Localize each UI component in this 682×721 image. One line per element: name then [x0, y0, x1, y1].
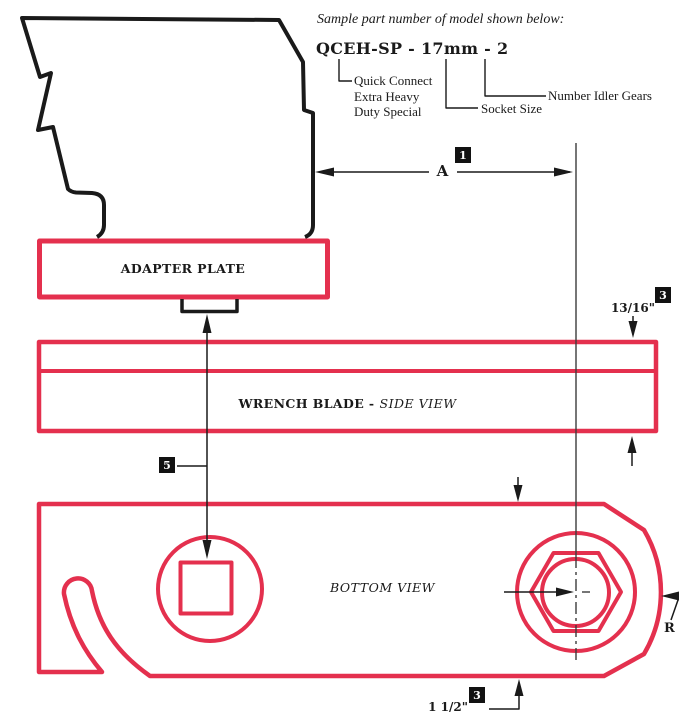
- bottom-view-label: BOTTOM VIEW: [330, 580, 436, 595]
- part-number: QCEH-SP - 17mm - 2: [316, 39, 509, 58]
- ref-badge-3-width: 3: [469, 687, 485, 703]
- dim-a-label: A: [436, 162, 449, 180]
- callout-socket-size: Socket Size: [481, 101, 543, 116]
- ref-badge-1: 1: [455, 147, 471, 163]
- bottom-view-outline: [36, 501, 664, 679]
- tool-silhouette-outline: [20, 16, 315, 239]
- adapter-plate-outline: [37, 238, 330, 300]
- side-view-outline: [36, 339, 659, 434]
- adapter-plate-label: ADAPTER PLATE: [120, 261, 246, 276]
- radius-label: R: [664, 621, 675, 636]
- drive-arrow-up: [202, 314, 212, 333]
- dim-a-arrow-right: [554, 167, 573, 177]
- side-view-label-bold: WRENCH BLADE -: [238, 395, 375, 411]
- side-view-label: WRENCH BLADE - SIDE VIEW: [39, 394, 656, 412]
- width-label: 1 1/2": [428, 700, 468, 714]
- drive-tang-outline: [180, 299, 239, 314]
- right-hub-hexagon: [529, 551, 623, 633]
- center-arrow-head: [556, 587, 574, 597]
- radius-leader-line: [670, 599, 679, 621]
- ref-badge-3-thickness: 3: [655, 287, 671, 303]
- width-arrow-up: [514, 679, 524, 696]
- callout-quick-connect-line2: Extra Heavy: [354, 88, 420, 104]
- thickness-arrow-up: [627, 436, 637, 453]
- callout-line-number-idler-gears: [484, 59, 546, 97]
- callout-quick-connect-line3: Duty Special: [354, 104, 422, 119]
- callout-quick-connect-line1: Quick Connect: [354, 73, 433, 88]
- callout-line-socket-size: [445, 59, 478, 109]
- dim-a-arrow-left: [315, 167, 334, 177]
- callout-line-quick-connect: [338, 59, 352, 82]
- width-arrow-down: [513, 485, 523, 502]
- side-view-label-italic: SIDE VIEW: [379, 395, 457, 411]
- ref-badge-5: 5: [159, 457, 175, 473]
- thickness-label: 13/16": [610, 301, 655, 315]
- callout-quick-connect: Quick Connect Extra Heavy Duty Special: [354, 73, 432, 120]
- thickness-arrow-down: [628, 321, 638, 338]
- left-socket-square: [178, 560, 234, 616]
- left-socket-circle: [156, 535, 264, 643]
- drive-arrow-down: [202, 540, 212, 559]
- width-leader-line: [489, 695, 520, 710]
- radius-arrow-head: [661, 591, 679, 601]
- sample-note: Sample part number of model shown below:: [317, 12, 565, 27]
- callout-number-idler-gears: Number Idler Gears: [548, 88, 652, 103]
